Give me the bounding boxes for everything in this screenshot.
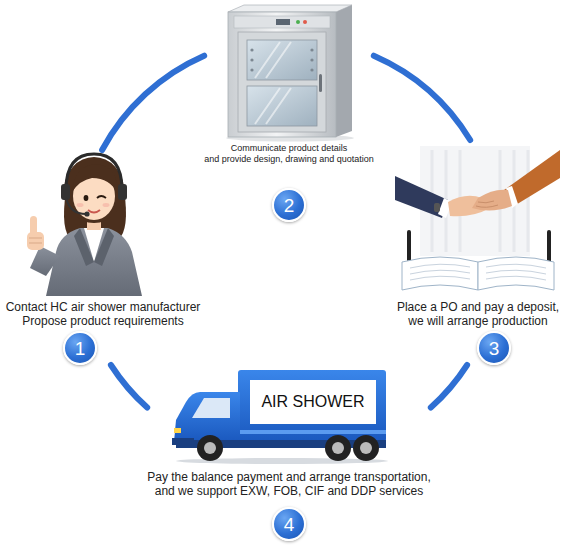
air-shower-cabinet-part: [250, 48, 253, 51]
agent-figure-part: [46, 228, 142, 296]
air-shower-cabinet-part: [296, 20, 300, 24]
agent-figure-part: [72, 164, 118, 194]
handshake-picture-part: [476, 201, 498, 207]
agent-figure-part: [30, 216, 37, 236]
delivery-truck-part: [353, 435, 379, 461]
air-shower-cabinet-part: [228, 5, 352, 12]
air-shower-cabinet-part: [234, 16, 330, 28]
agent-figure-part: [88, 210, 100, 213]
air-shower-cabinet-part: [250, 68, 253, 71]
step-number: 4: [284, 515, 295, 534]
flow-arc: [374, 56, 470, 140]
delivery-truck-part: [192, 398, 230, 418]
handshake-picture-part: [547, 230, 551, 264]
agent-figure-part: [103, 203, 110, 207]
agent-figure-part: [61, 184, 70, 200]
step-number: 2: [284, 196, 295, 215]
agent-figure-part: [118, 184, 127, 200]
step-badge: 1: [63, 331, 97, 365]
delivery-truck-part: [238, 430, 386, 434]
air-shower-cabinet-part: [255, 42, 291, 124]
agent-figure-part: [66, 198, 86, 214]
step-node: Contact HC air shower manufacturer Propo…: [6, 150, 201, 365]
air-shower-cabinet-part: [228, 12, 336, 137]
delivery-truck-part: [238, 370, 386, 442]
agent-figure-part: [74, 228, 94, 266]
handshake-picture-part: [407, 230, 411, 264]
agent-figure-part: [84, 211, 89, 216]
handshake-picture-part: [434, 203, 440, 212]
air-shower-cabinet: [226, 5, 354, 142]
step-badge: 4: [272, 507, 306, 541]
air-shower-cabinet-part: [303, 20, 307, 24]
delivery-truck: [172, 370, 388, 464]
delivery-truck-part: [174, 392, 240, 442]
delivery-truck-part: [174, 428, 181, 433]
step-node: Place a PO and pay a deposit, we will ar…: [395, 140, 560, 365]
step-number: 3: [489, 339, 500, 358]
step-description: Pay the balance payment and arrange tran…: [147, 470, 431, 498]
step-description: Place a PO and pay a deposit, we will ar…: [397, 300, 559, 328]
air-shower-cabinet-part: [276, 19, 290, 25]
flow-arc: [102, 56, 204, 150]
step-description: Communicate product details and provide …: [204, 143, 374, 165]
delivery-truck-part: [360, 442, 372, 454]
agent-figure-part: [30, 246, 60, 276]
agent-figure-part: [66, 154, 122, 190]
delivery-truck-part: [250, 380, 376, 424]
delivery-truck-part: [332, 442, 344, 454]
air-shower-cabinet-part: [310, 48, 313, 51]
air-shower-cabinet-part: [310, 68, 313, 71]
handshake-picture-part: [432, 150, 528, 252]
air-shower-cabinet-part: [310, 58, 313, 61]
air-shower-cabinet-part: [250, 58, 253, 61]
handshake-picture-part: [410, 264, 546, 280]
step-badge: 3: [477, 331, 511, 365]
agent-figure-part: [94, 228, 114, 266]
step-node: Communicate product details and provide …: [204, 5, 374, 222]
step-description: Contact HC air shower manufacturer Propo…: [6, 300, 201, 328]
step-badge: 2: [272, 188, 306, 222]
agent-figure-part: [29, 238, 42, 243]
delivery-truck-part: [204, 442, 216, 454]
agent-figure-part: [84, 195, 89, 201]
flow-arc: [111, 365, 147, 408]
air-shower-cabinet-part: [319, 74, 322, 92]
agent-figure-part: [77, 203, 84, 207]
agent-figure: [27, 154, 142, 296]
handshake-picture: [395, 146, 560, 290]
agent-figure-part: [64, 157, 124, 223]
truck-label: AIR SHOWER: [261, 393, 364, 411]
delivery-truck-part: [325, 435, 351, 461]
handshake-picture-part: [472, 190, 512, 211]
delivery-truck-part: [197, 435, 223, 461]
air-shower-cabinet-part: [336, 5, 352, 137]
air-shower-cabinet-part: [238, 32, 326, 132]
step-number: 1: [75, 339, 86, 358]
flow-arc: [431, 365, 467, 408]
agent-figure-part: [97, 196, 106, 198]
